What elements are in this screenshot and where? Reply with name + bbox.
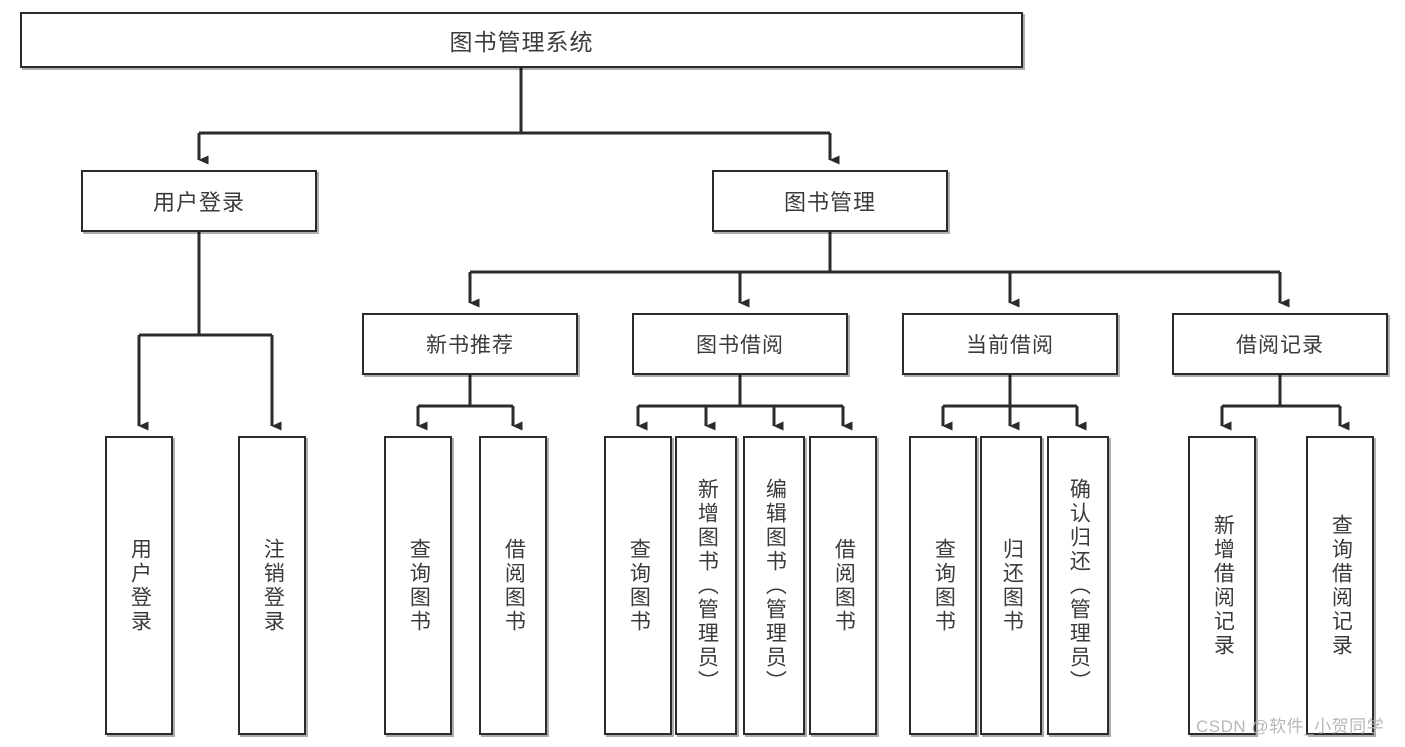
node-new-book-recommend-label: 新书推荐: [426, 334, 514, 357]
leaf-current-borrow-return[interactable]: 归还图书: [980, 436, 1042, 735]
leaf-label: 新增图书（管理员）: [695, 477, 719, 694]
leaf-label: 确认归还（管理员）: [1067, 477, 1091, 694]
leaf-current-borrow-confirm-return[interactable]: 确认归还（管理员）: [1047, 436, 1109, 735]
leaf-label: 编辑图书（管理员）: [763, 477, 787, 694]
csdn-watermark: CSDN @软件_小贺同学: [1196, 717, 1385, 736]
leaf-current-borrow-query[interactable]: 查询图书: [909, 436, 977, 735]
node-user-login-label: 用户登录: [152, 190, 245, 215]
node-borrow-record-label: 借阅记录: [1236, 334, 1324, 357]
node-current-borrow-label: 当前借阅: [966, 334, 1054, 357]
leaf-book-borrow-add[interactable]: 新增图书（管理员）: [675, 436, 737, 735]
leaf-book-borrow-query[interactable]: 查询图书: [604, 436, 672, 735]
leaf-label: 用户登录: [128, 537, 152, 634]
node-book-management[interactable]: 图书管理: [712, 170, 948, 232]
leaf-borrow-record-add[interactable]: 新增借阅记录: [1188, 436, 1256, 735]
leaf-user-login-logout[interactable]: 注销登录: [238, 436, 306, 735]
node-current-borrow[interactable]: 当前借阅: [902, 313, 1118, 375]
leaf-label: 查询借阅记录: [1329, 513, 1353, 658]
node-book-borrow-label: 图书借阅: [696, 334, 784, 357]
leaf-book-borrow-edit[interactable]: 编辑图书（管理员）: [743, 436, 805, 735]
node-new-book-recommend[interactable]: 新书推荐: [362, 313, 578, 375]
node-book-borrow[interactable]: 图书借阅: [632, 313, 848, 375]
leaf-label: 借阅图书: [832, 537, 856, 634]
leaf-label: 查询图书: [627, 537, 651, 634]
leaf-book-borrow-borrow[interactable]: 借阅图书: [809, 436, 877, 735]
leaf-label: 新增借阅记录: [1211, 513, 1235, 658]
leaf-label: 借阅图书: [502, 537, 526, 634]
leaf-new-book-borrow[interactable]: 借阅图书: [479, 436, 547, 735]
leaf-user-login-login[interactable]: 用户登录: [105, 436, 173, 735]
leaf-label: 查询图书: [932, 537, 956, 634]
leaf-label: 归还图书: [1000, 537, 1024, 634]
node-root[interactable]: 图书管理系统: [20, 12, 1023, 68]
node-root-label: 图书管理系统: [449, 29, 594, 55]
node-user-login[interactable]: 用户登录: [81, 170, 317, 232]
leaf-label: 注销登录: [261, 537, 285, 634]
leaf-borrow-record-query[interactable]: 查询借阅记录: [1306, 436, 1374, 735]
leaf-label: 查询图书: [407, 537, 431, 634]
leaf-new-book-query[interactable]: 查询图书: [384, 436, 452, 735]
node-borrow-record[interactable]: 借阅记录: [1172, 313, 1388, 375]
node-book-management-label: 图书管理: [783, 190, 876, 215]
